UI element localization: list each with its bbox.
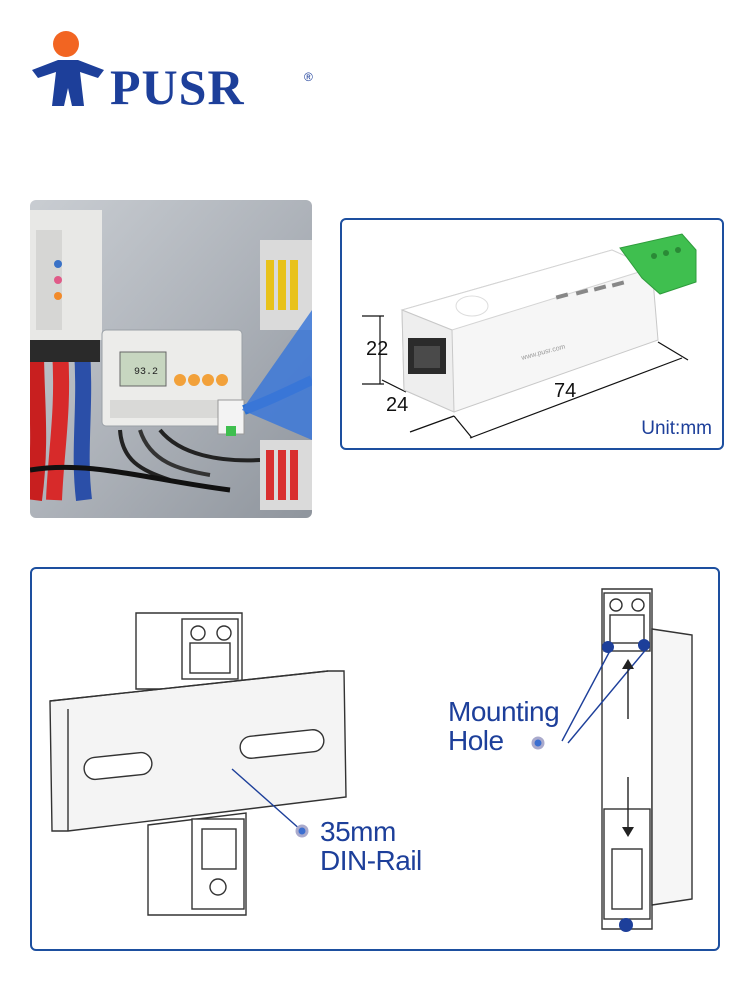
din-rail-mounting-drawing (49, 588, 693, 932)
registered-mark: ® (304, 70, 313, 84)
hole-label: Hole (448, 725, 504, 757)
device-dimension-drawing: www.pusr.com (362, 233, 697, 439)
brand-logo: PUSR ® (28, 30, 313, 115)
height-dimension: 22 (366, 338, 389, 360)
din-rail-label: DIN-Rail (320, 845, 422, 877)
installation-photo: 93.2 (30, 200, 312, 518)
svg-text:93.2: 93.2 (134, 367, 158, 378)
unit-label: Unit:mm (641, 418, 712, 439)
pusr-mascot-icon (32, 31, 104, 106)
dimension-panel: www.pusr.com 22 24 74 Unit:mm (340, 218, 724, 450)
din-rail-callout: 35mm DIN-Rail (320, 817, 422, 876)
mounting-hole-callout: Mounting Hole (448, 696, 560, 757)
din-rail-size: 35mm (320, 816, 396, 847)
mounting-label: Mounting (448, 696, 560, 727)
din-rail-panel: 35mm DIN-Rail Mounting Hole (30, 567, 720, 951)
depth-dimension: 24 (386, 394, 409, 416)
brand-name: PUSR (110, 59, 245, 115)
length-dimension: 74 (554, 380, 577, 402)
